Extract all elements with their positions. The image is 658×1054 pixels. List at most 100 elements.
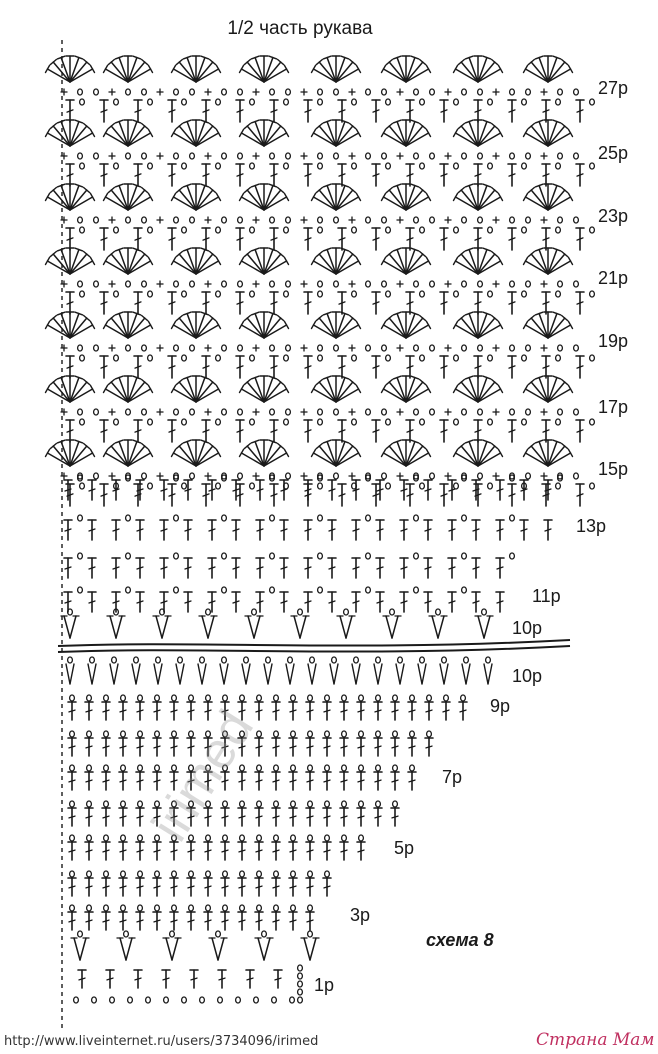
chain-stitch <box>308 835 313 841</box>
chain-stitch <box>216 163 221 169</box>
stitch-stroke <box>111 318 128 338</box>
chain-stitch <box>274 871 279 877</box>
scheme-label: схема 8 <box>426 930 494 951</box>
stitch-stroke <box>69 746 75 748</box>
chain-stitch <box>284 163 289 169</box>
chain-stitch <box>174 515 179 521</box>
chain-stitch <box>142 473 147 479</box>
chain-stitch <box>257 695 262 701</box>
chain-stitch <box>236 997 241 1003</box>
chain-stitch <box>121 801 126 807</box>
stitch-stroke <box>531 382 548 402</box>
stitch-stroke <box>88 664 92 684</box>
chain-stitch <box>138 871 143 877</box>
stitch-stroke <box>264 446 281 466</box>
chain-stitch <box>270 515 275 521</box>
chain-stitch <box>87 835 92 841</box>
chain-stitch <box>454 355 459 361</box>
chain-stitch <box>174 217 179 223</box>
chain-stitch <box>240 871 245 877</box>
chain-stitch <box>284 291 289 297</box>
chain-stitch <box>222 409 227 415</box>
chain-stitch <box>78 409 83 415</box>
stitch-stroke <box>248 616 254 638</box>
chain-stitch <box>478 473 483 479</box>
stitch-stroke <box>70 62 87 82</box>
site-logo: Страна Мам <box>536 1030 655 1050</box>
stitch-stroke <box>86 816 92 818</box>
chain-stitch <box>70 801 75 807</box>
chain-stitch <box>359 765 364 771</box>
stitch-stroke <box>239 920 245 922</box>
chain-stitch <box>138 801 143 807</box>
stitch-stroke <box>307 920 313 922</box>
chain-stitch <box>70 695 75 701</box>
chain-stitch <box>298 973 303 979</box>
stitch-stroke <box>264 664 268 684</box>
chain-stitch <box>190 345 195 351</box>
stitch-stroke <box>120 746 126 748</box>
chain-stitch <box>223 801 228 807</box>
stitch-stroke <box>392 746 398 748</box>
chain-stitch <box>342 835 347 841</box>
stitch-stroke <box>432 616 438 638</box>
chain-stitch <box>430 217 435 223</box>
stitch-stroke <box>484 664 488 684</box>
stitch-stroke <box>188 710 194 712</box>
stitch-stroke <box>460 710 466 712</box>
chain-stitch <box>390 609 395 615</box>
stitch-stroke <box>137 920 143 922</box>
stitch-stroke <box>268 664 272 684</box>
chain-stitch <box>488 227 493 233</box>
stitch-stroke <box>548 318 565 338</box>
chain-stitch <box>87 801 92 807</box>
chain-stitch <box>334 345 339 351</box>
stitch-stroke <box>461 382 478 402</box>
stitch-stroke <box>264 318 281 338</box>
chain-stitch <box>174 409 179 415</box>
chain-stitch <box>334 473 339 479</box>
stitch-stroke <box>86 850 92 852</box>
chain-stitch <box>354 657 359 663</box>
chain-stitch <box>410 765 415 771</box>
chain-stitch <box>182 163 187 169</box>
chain-stitch <box>286 89 291 95</box>
row-label-9: 9р <box>490 696 510 717</box>
stitch-stroke <box>110 616 116 638</box>
chain-stitch <box>94 89 99 95</box>
stitch-stroke <box>392 816 398 818</box>
stitch-stroke <box>478 318 495 338</box>
chain-stitch <box>308 801 313 807</box>
chain-stitch <box>78 515 83 521</box>
chain-stitch <box>382 345 387 351</box>
stitch-stroke <box>341 746 347 748</box>
chain-stitch <box>382 281 387 287</box>
chain-stitch <box>556 227 561 233</box>
chain-stitch <box>334 281 339 287</box>
chain-stitch <box>170 931 175 937</box>
stitch-stroke <box>163 978 169 980</box>
chain-stitch <box>126 409 131 415</box>
chain-stitch <box>206 905 211 911</box>
stitch-stroke <box>247 382 264 402</box>
stitch-stroke <box>202 664 206 684</box>
stitch-stroke <box>198 664 202 684</box>
stitch-stroke <box>154 664 158 684</box>
stitch-stroke <box>70 664 74 684</box>
chain-stitch <box>155 731 160 737</box>
stitch-stroke <box>120 850 126 852</box>
stitch-stroke <box>334 664 338 684</box>
row-label-11: 11р <box>532 586 561 607</box>
stitch-stroke <box>324 816 330 818</box>
chain-stitch <box>318 217 323 223</box>
chain-stitch <box>590 483 595 489</box>
stitch-stroke <box>70 254 87 274</box>
stitch-stroke <box>70 126 87 146</box>
chain-stitch <box>420 657 425 663</box>
chain-stitch <box>510 515 515 521</box>
chain-stitch <box>444 695 449 701</box>
chain-stitch <box>342 765 347 771</box>
stitch-stroke <box>319 190 336 210</box>
stitch-stroke <box>484 616 490 638</box>
